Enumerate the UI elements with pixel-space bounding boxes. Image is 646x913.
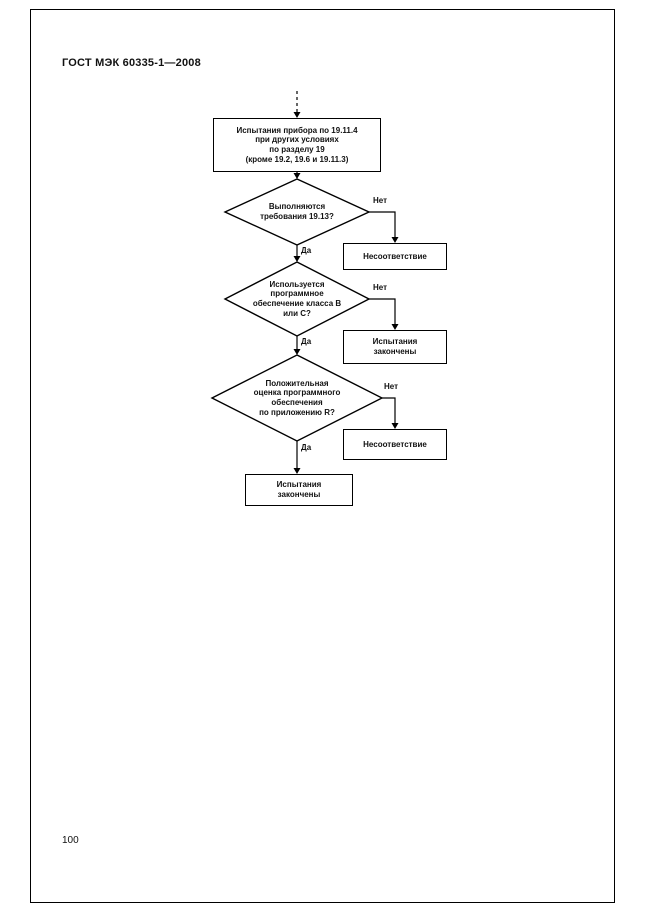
noncompliance2-box: Несоответствие <box>343 429 447 460</box>
document-header: ГОСТ МЭК 60335-1—2008 <box>62 57 201 69</box>
decision3-yes-label: Да <box>301 443 312 452</box>
edge-decision3-no <box>382 397 396 424</box>
page-number: 100 <box>62 835 79 846</box>
tests-done-branch-line2: закончены <box>373 347 417 356</box>
arrowhead-entry <box>293 112 301 118</box>
arrowhead-decision2 <box>293 256 301 262</box>
start-process-line4: (кроме 19.2, 19.6 и 19.11.3) <box>245 154 349 164</box>
decision1-no-label: Нет <box>373 196 388 205</box>
decision2-yes-label: Да <box>301 337 312 346</box>
tests-done-end-line2: закончены <box>277 490 321 499</box>
start-process-box: Испытания прибора по 19.11.4 при других … <box>213 118 381 172</box>
arrowhead-decision3 <box>293 349 301 355</box>
tests-done-end-line1: Испытания <box>276 480 322 490</box>
arrowhead-tests-done-branch <box>391 324 399 330</box>
decision3-no-label: Нет <box>384 382 399 391</box>
decision1-yes-label: Да <box>301 246 312 255</box>
tests-done-branch-line1: Испытания <box>372 337 418 347</box>
noncompliance1-box: Несоответствие <box>343 243 447 270</box>
edge-decision1-no <box>369 211 396 238</box>
decision2-diamond-shape <box>223 261 371 337</box>
start-process-line2: при других условиях <box>255 135 339 145</box>
arrowhead-tests-done-end <box>293 468 301 474</box>
page-border-frame <box>30 9 615 903</box>
arrowhead-noncompliance2 <box>391 423 399 429</box>
decision1-diamond-shape <box>223 178 371 246</box>
decision3-diamond-shape <box>210 354 384 442</box>
tests-done-end-box: Испытания закончены <box>245 474 353 506</box>
start-process-line1: Испытания прибора по 19.11.4 <box>236 125 358 135</box>
arrowhead-noncompliance1 <box>391 237 399 243</box>
noncompliance2-label: Несоответствие <box>363 439 427 449</box>
edge-decision2-no <box>369 298 396 325</box>
decision2-no-label: Нет <box>373 283 388 292</box>
arrowhead-decision1 <box>293 173 301 179</box>
tests-done-branch-box: Испытания закончены <box>343 330 447 364</box>
start-process-line3: по разделу 19 <box>269 145 325 154</box>
noncompliance1-label: Несоответствие <box>363 251 427 261</box>
